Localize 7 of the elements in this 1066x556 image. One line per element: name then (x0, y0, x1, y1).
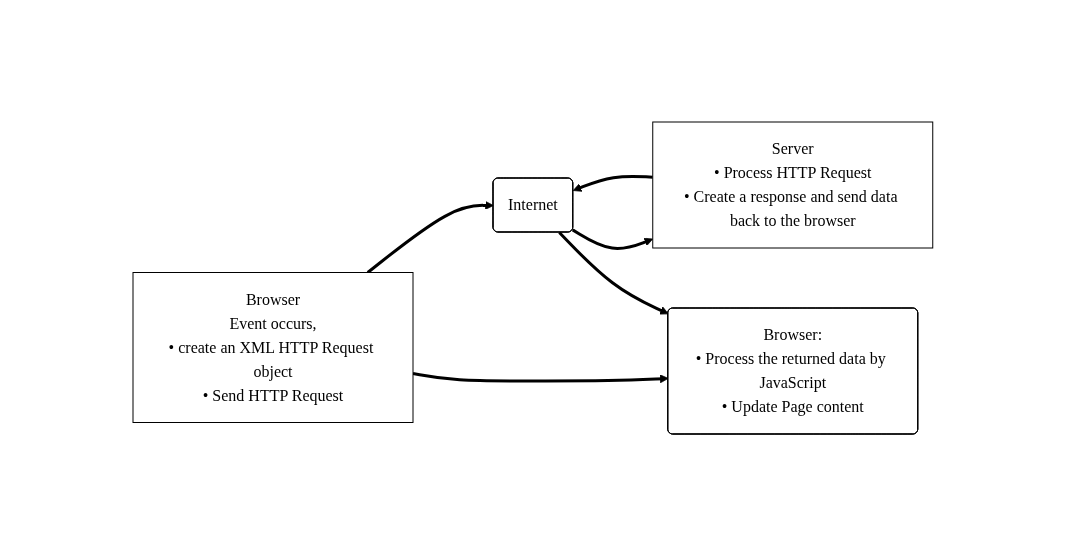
node-box: Server • Process HTTP Request • Create a response and send data back to the browser (652, 121, 934, 249)
arrow (572, 228, 654, 250)
arrow (573, 174, 653, 192)
node-box: Browser Event occurs, • create an XML HTTP Request object • Send HTTP Request (132, 272, 414, 423)
arrow (412, 372, 669, 384)
arrow (558, 231, 669, 315)
arrow (366, 201, 494, 274)
